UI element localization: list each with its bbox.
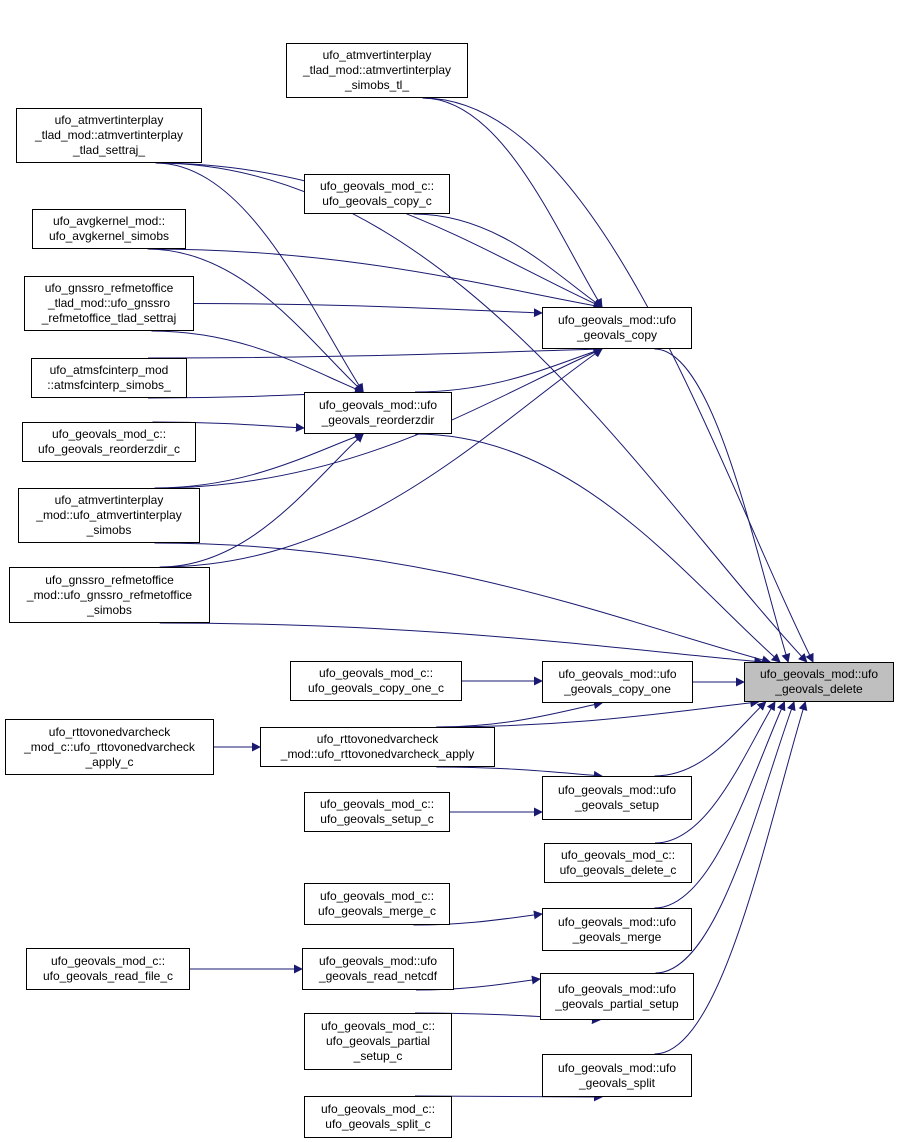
node-atmvertinterplay-tlad-settraj[interactable]: ufo_atmvertinterplay _tlad_mod::atmverti… [16,108,202,163]
edge-atm_simobs-to-copy [154,348,603,489]
edge-partial_setup-to-delete [655,701,796,974]
node-ufo-geovals-copy-one[interactable]: ufo_geovals_mod::ufo _geovals_copy_one [542,661,693,703]
node-ufo-geovals-reorderzdir[interactable]: ufo_geovals_mod::ufo _geovals_reorderzdi… [304,392,452,434]
node-ufo-geovals-partial-setup-c[interactable]: ufo_geovals_mod_c:: ufo_geovals_partial … [304,1013,452,1070]
node-ufo-geovals-merge-c[interactable]: ufo_geovals_mod_c:: ufo_geovals_merge_c [304,883,450,925]
node-ufo-geovals-setup[interactable]: ufo_geovals_mod::ufo _geovals_setup [542,776,692,820]
edge-copy-to-delete [654,348,791,663]
edges [147,97,814,1102]
node-atmsfcinterp-simobs[interactable]: ufo_atmsfcinterp_mod ::atmsfcinterp_simo… [31,358,187,398]
edge-gnss_simobs-to-delete [159,622,764,666]
edge-atm_tl_simobs-to-copy [422,97,603,308]
edge-avgkernel-to-reorderzdir [147,248,364,393]
node-ufo-geovals-setup-c[interactable]: ufo_geovals_mod_c:: ufo_geovals_setup_c [304,792,450,832]
node-ufo-geovals-merge[interactable]: ufo_geovals_mod::ufo _geovals_merge [542,908,692,951]
node-avgkernel-simobs[interactable]: ufo_avgkernel_mod:: ufo_avgkernel_simobs [32,209,186,249]
edge-atm_simobs-to-reorderzdir [154,432,365,489]
node-rttovonedvarcheck-apply-c[interactable]: ufo_rttovonedvarcheck _mod_c::ufo_rttovo… [5,719,214,775]
edge-rttov-to-copy_one [436,700,603,728]
node-ufo-geovals-read-netcdf[interactable]: ufo_geovals_mod::ufo _geovals_read_netcd… [302,948,454,990]
node-ufo-geovals-delete[interactable]: ufo_geovals_mod::ufo _geovals_delete [744,662,894,702]
node-rttovonedvarcheck-apply[interactable]: ufo_rttovonedvarcheck _mod::ufo_rttovone… [260,727,495,767]
edge-delete_c-to-delete [654,701,776,844]
edge-gnss_simobs-to-copy [159,348,603,568]
edge-merge-to-delete [654,701,786,909]
edge-split-to-delete [654,701,808,1055]
edge-reorderzdir-to-copy [414,347,603,393]
edge-gnss_simobs-to-reorderzdir [159,433,364,568]
node-atmvertinterplay-simobs[interactable]: ufo_atmvertinterplay _mod::ufo_atmvertin… [18,488,200,543]
edge-setup-to-delete [654,701,767,777]
node-ufo-geovals-copy[interactable]: ufo_geovals_mod::ufo _geovals_copy [542,307,692,349]
edge-gnss_tl_settraj-to-reorderzdir [151,330,365,394]
node-atmvertinterplay-simobs-tl[interactable]: ufo_atmvertinterplay _tlad_mod::atmverti… [286,43,468,98]
edge-atm_tl_settraj-to-delete [155,162,808,663]
node-gnssro-refmetoffice-tlad-settraj[interactable]: ufo_gnssro_refmetoffice _tlad_mod::ufo_g… [24,276,194,331]
edge-rttov-to-delete [436,698,760,728]
edge-atm_simobs-to-delete [154,542,772,665]
node-ufo-geovals-delete-c[interactable]: ufo_geovals_mod_c:: ufo_geovals_delete_c [544,843,692,883]
edge-copy_c-to-copy [413,213,603,308]
edge-atm_tl_simobs-to-delete [422,97,814,663]
node-ufo-geovals-read-file-c[interactable]: ufo_geovals_mod_c:: ufo_geovals_read_fil… [26,948,190,990]
edge-avgkernel-to-copy [147,248,603,311]
node-gnssro-refmetoffice-simobs[interactable]: ufo_gnssro_refmetoffice _mod::ufo_gnssro… [9,567,210,623]
node-ufo-geovals-split[interactable]: ufo_geovals_mod::ufo _geovals_split [542,1054,692,1097]
node-ufo-geovals-reorderzdir-c[interactable]: ufo_geovals_mod_c:: ufo_geovals_reorderz… [22,422,196,462]
edge-atm_tl_settraj-to-reorderzdir [155,162,364,393]
node-ufo-geovals-copy-c[interactable]: ufo_geovals_mod_c:: ufo_geovals_copy_c [304,174,450,214]
edge-gnss_tl_settraj-to-copy [193,303,543,318]
node-ufo-geovals-split-c[interactable]: ufo_geovals_mod_c:: ufo_geovals_split_c [304,1096,452,1138]
node-ufo-geovals-partial-setup[interactable]: ufo_geovals_mod::ufo _geovals_partial_se… [540,973,694,1020]
node-ufo-geovals-copy-one-c[interactable]: ufo_geovals_mod_c:: ufo_geovals_copy_one… [290,661,462,701]
edge-rttov-to-setup [436,766,603,780]
edge-atmsfc-to-copy [147,344,603,359]
edge-atm_tl_settraj-to-copy [155,162,603,308]
